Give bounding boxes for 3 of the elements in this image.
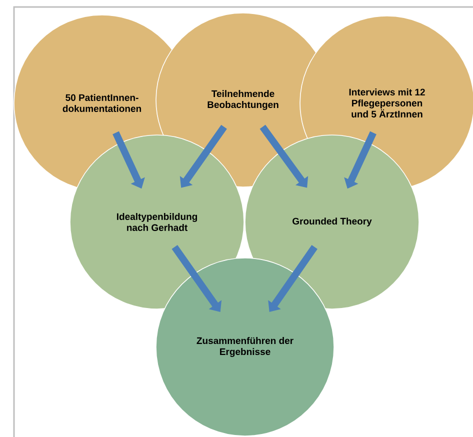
arrow [268, 245, 318, 312]
arrow [172, 245, 222, 312]
arrow [260, 124, 308, 188]
